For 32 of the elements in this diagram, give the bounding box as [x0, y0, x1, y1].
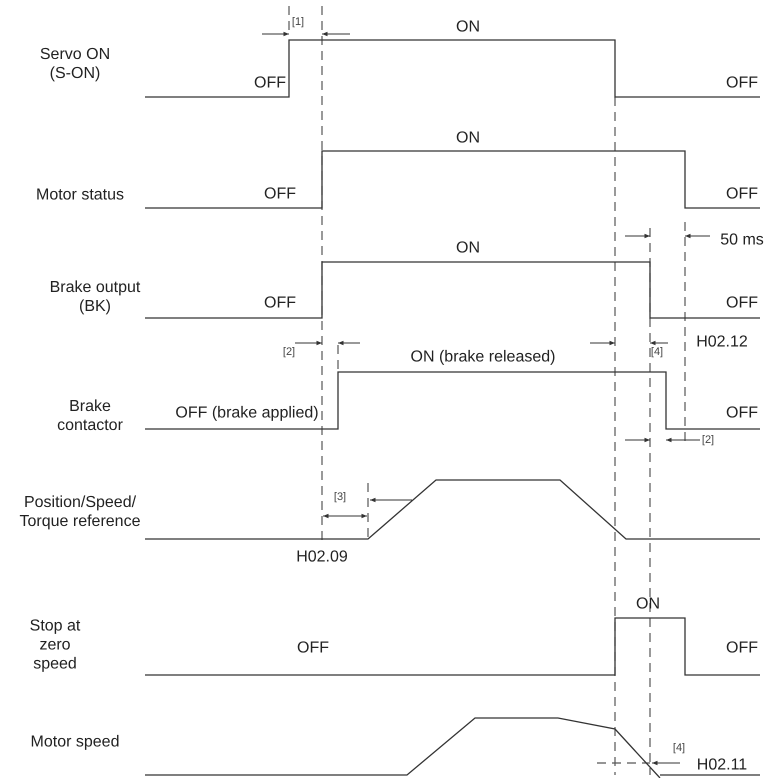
- state-label: ON: [456, 128, 480, 148]
- state-label: ON: [456, 18, 480, 36]
- signal-name: Motor speed: [30, 732, 120, 752]
- state-label: OFF: [726, 404, 758, 422]
- parameter-label: H02.09: [296, 548, 348, 566]
- state-label: OFF: [254, 74, 286, 92]
- state-label: OFF (brake applied): [175, 404, 319, 422]
- signal-name: Brake output (BK): [48, 278, 142, 316]
- callout-number: [3]: [334, 491, 346, 503]
- callout-number: [2]: [702, 434, 714, 446]
- state-label: OFF: [726, 74, 758, 92]
- callout-number: [4]: [650, 346, 664, 358]
- callout-number: [1]: [292, 16, 304, 28]
- parameter-label: H02.11: [696, 756, 748, 774]
- state-label: OFF: [264, 184, 296, 204]
- state-label: OFF: [726, 638, 758, 658]
- signal-name: Motor status: [36, 186, 124, 204]
- state-label: OFF: [264, 294, 296, 312]
- signal-name: Brake contactor: [56, 397, 124, 435]
- parameter-label: H02.12: [696, 332, 748, 352]
- state-label: OFF: [726, 294, 758, 312]
- state-label: ON (brake released): [410, 348, 556, 366]
- signal-name: Position/Speed/ Torque reference: [18, 493, 142, 531]
- callout-number: [2]: [282, 346, 296, 358]
- dimension-label: 50 ms: [720, 230, 764, 250]
- signal-name: Servo ON (S-ON): [38, 45, 112, 83]
- state-label: ON: [636, 594, 660, 614]
- state-label: OFF: [726, 184, 758, 204]
- callout-number: [4]: [672, 742, 686, 754]
- state-label: ON: [456, 238, 480, 258]
- state-label: OFF: [297, 638, 329, 658]
- signal-name: Stop at zero speed: [28, 616, 82, 674]
